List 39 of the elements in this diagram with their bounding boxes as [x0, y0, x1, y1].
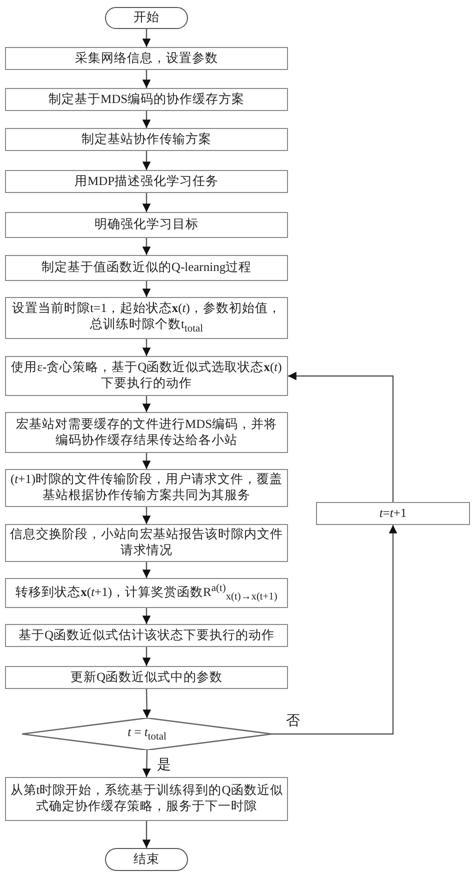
process-box: 制定基于值函数近似的Q-learning过程	[5, 255, 288, 281]
arrow	[142, 29, 151, 47]
process-box: (t+1)时隙的文件传输阶段，用户请求文件，覆盖基站根据协作传输方案共同为其服务	[5, 469, 288, 507]
arrow	[142, 339, 151, 356]
arrow	[142, 193, 151, 212]
process-box: 明确强化学习目标	[5, 212, 288, 238]
arrow	[142, 396, 151, 412]
process-box: 制定基于MDS编码的协作缓存方案	[5, 88, 288, 111]
arrow	[142, 821, 151, 848]
arrow	[142, 507, 151, 524]
process-box: 设置当前时隙t=1，起始状态x(t)，参数初始值，总训练时隙个数t$_{total}$	[5, 297, 288, 339]
process-box: 采集网络信息，设置参数	[5, 47, 288, 70]
process-box: t=t+1	[316, 502, 470, 525]
process-box: 更新Q函数近似式中的参数	[5, 666, 288, 689]
process-box: 使用ε-贪心策略，基于Q函数近似式选取状态x(t)下要执行的动作	[5, 356, 288, 396]
arrow	[142, 647, 151, 666]
arrow	[142, 238, 151, 255]
arrow	[142, 608, 151, 624]
edge-label: 否	[284, 712, 302, 730]
arrow	[142, 111, 151, 128]
process-box: 用MDP描述强化学习任务	[5, 170, 288, 193]
arrow	[142, 688, 152, 718]
edge-label: 是	[155, 756, 173, 774]
arrow	[142, 281, 151, 297]
terminal-box: 开始	[105, 7, 188, 29]
arrow	[288, 372, 394, 502]
process-box: 宏基站对需要缓存的文件进行MDS编码，并将编码协作缓存结果传达给各小站	[5, 412, 288, 453]
arrow	[142, 453, 151, 469]
arrow	[142, 70, 151, 88]
arrow	[142, 750, 151, 778]
terminal-box: 结束	[105, 848, 188, 871]
arrow	[272, 525, 398, 735]
process-box: 制定基站协作传输方案	[5, 128, 288, 151]
arrow	[142, 151, 151, 170]
process-box: 从第t时隙开始，系统基于训练得到的Q函数近似式确定协作缓存策略，服务于下一时隙	[5, 777, 288, 821]
process-box: 基于Q函数近似式估计该状态下要执行的动作	[5, 624, 288, 647]
process-box: 信息交换阶段，小站向宏基站报告该时隙内文件请求情况	[5, 524, 288, 562]
decision-diamond: t = t$_{total}$	[22, 718, 272, 750]
arrow	[142, 562, 151, 578]
